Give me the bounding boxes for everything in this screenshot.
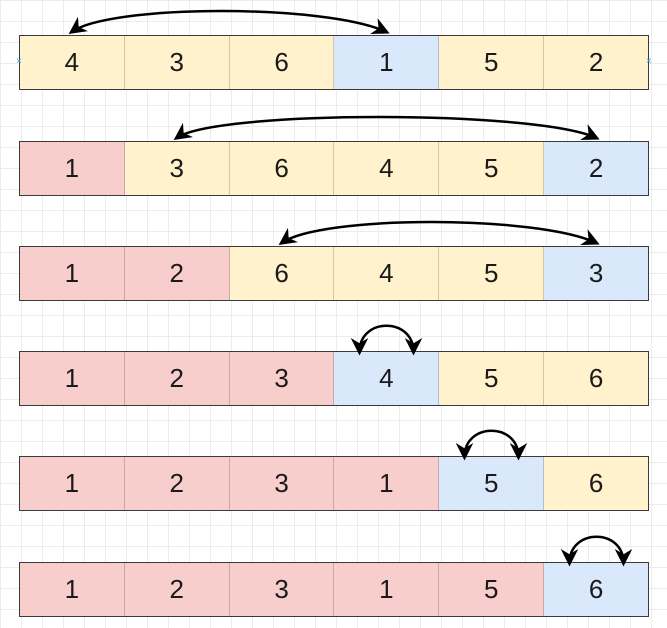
array-cell: 1 (20, 457, 125, 510)
array-cell: 5 (439, 142, 545, 195)
array-cell: 3 (229, 563, 335, 616)
swap-arrow (350, 324, 423, 356)
array-cell: 1 (334, 457, 440, 510)
array-cell: 1 (20, 247, 125, 300)
array-cell: 1 (20, 142, 125, 195)
selection-handle-icon[interactable]: × (646, 56, 652, 67)
array-cell: 4 (334, 142, 440, 195)
swap-arrow (455, 429, 528, 461)
array-cell: 6 (229, 142, 335, 195)
array-cell: 4 (20, 36, 125, 89)
array-cell: 5 (439, 352, 545, 405)
array-cell: 2 (124, 352, 230, 405)
array-cell: 3 (544, 247, 648, 300)
array-cell: 1 (20, 563, 125, 616)
array-cell: 4 (334, 352, 440, 405)
selection-handle-icon[interactable]: × (16, 56, 22, 67)
array-cell: 2 (124, 457, 230, 510)
array-cell: 6 (544, 563, 648, 616)
array-cell: 3 (124, 142, 230, 195)
array-cell: 1 (334, 36, 440, 89)
array-cell: 2 (124, 563, 230, 616)
array-cell: 2 (544, 36, 648, 89)
swap-arrow (173, 115, 600, 141)
array-cell: 5 (439, 36, 545, 89)
array-cell: 1 (20, 352, 125, 405)
array-cell: 6 (544, 457, 648, 510)
array-cell: 5 (439, 457, 545, 510)
array-cell: 4 (334, 247, 440, 300)
array-cell: 6 (229, 247, 335, 300)
array-cell: 1 (334, 563, 440, 616)
swap-arrow (560, 535, 633, 567)
array-cell: 3 (229, 352, 335, 405)
array-cell: 3 (124, 36, 230, 89)
array-cell: 6 (544, 352, 648, 405)
array-cell: 6 (229, 36, 335, 89)
array-cell: 5 (439, 247, 545, 300)
array-cell: 2 (544, 142, 648, 195)
swap-arrow (278, 220, 600, 246)
array-cell: 5 (439, 563, 545, 616)
array-cell: 2 (124, 247, 230, 300)
swap-arrow (68, 9, 390, 35)
array-cell: 3 (229, 457, 335, 510)
